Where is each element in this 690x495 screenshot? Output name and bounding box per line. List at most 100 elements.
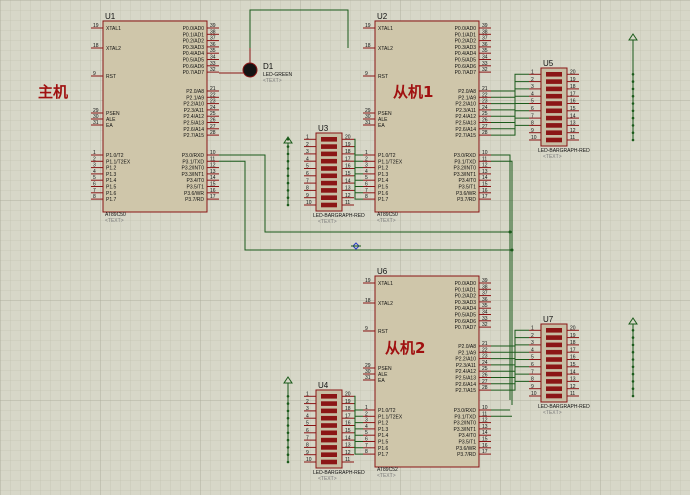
pin-number: 36 bbox=[210, 42, 216, 48]
chip-text-placeholder: <TEXT> bbox=[377, 218, 396, 224]
pin-number: 4 bbox=[306, 413, 309, 419]
pin-number: 30 bbox=[365, 369, 371, 375]
pin-label: P2.7/A15 bbox=[455, 133, 476, 139]
bargraph-segment bbox=[546, 137, 562, 143]
pin-number: 19 bbox=[365, 278, 371, 284]
chip-ref: U6 bbox=[377, 267, 388, 276]
wire bbox=[491, 380, 529, 391]
pin-number: 2 bbox=[531, 333, 534, 339]
pin-label: P2.7/A15 bbox=[183, 133, 204, 139]
pin-number: 14 bbox=[345, 178, 351, 184]
pin-label: P0.0/AD0 bbox=[455, 281, 477, 287]
pin-number: 15 bbox=[482, 437, 488, 443]
pin-label: P3.6/WR bbox=[456, 191, 476, 197]
pin-number: 17 bbox=[570, 91, 576, 97]
diamond-marker-icon[interactable] bbox=[351, 242, 361, 250]
pin-number: 39 bbox=[210, 23, 216, 29]
pin-number: 16 bbox=[570, 99, 576, 105]
pin-number: 9 bbox=[306, 193, 309, 199]
pin-label: P1.4 bbox=[378, 178, 389, 184]
pin-number: 8 bbox=[531, 377, 534, 383]
junction-dot bbox=[631, 94, 635, 98]
pin-label: P3.0/RXD bbox=[454, 408, 477, 414]
pin-number: 26 bbox=[482, 373, 488, 379]
wire bbox=[491, 117, 529, 130]
pin-number: 19 bbox=[570, 77, 576, 83]
pin-number: 2 bbox=[306, 142, 309, 148]
pin-number: 6 bbox=[365, 182, 368, 188]
junction-dot bbox=[286, 431, 290, 435]
pin-number: 24 bbox=[210, 105, 216, 111]
pin-number: 16 bbox=[345, 421, 351, 427]
pin-number: 19 bbox=[365, 23, 371, 29]
bargraph-segment bbox=[546, 93, 562, 99]
pin-number: 28 bbox=[482, 130, 488, 136]
bargraph-ref: U5 bbox=[543, 59, 554, 68]
pin-label: P2.7/A15 bbox=[455, 388, 476, 394]
role-label-slave1: 从机1 bbox=[393, 83, 433, 101]
pin-number: 18 bbox=[345, 406, 351, 412]
junction-dot bbox=[286, 453, 290, 457]
pin-number: 5 bbox=[306, 164, 309, 170]
pin-label: P1.4 bbox=[378, 433, 389, 439]
junction-dot bbox=[631, 131, 635, 134]
wire bbox=[354, 182, 363, 194]
pin-label: XTAL1 bbox=[378, 281, 393, 287]
pin-number: 26 bbox=[210, 118, 216, 124]
pin-number: 30 bbox=[93, 114, 99, 120]
pin-label: P2.3/A11 bbox=[184, 108, 204, 114]
pin-number: 19 bbox=[93, 23, 99, 29]
pin-number: 38 bbox=[482, 29, 488, 35]
wire bbox=[354, 432, 363, 442]
pin-number: 18 bbox=[570, 340, 576, 346]
pin-label: P0.6/AD6 bbox=[455, 319, 477, 325]
pin-number: 25 bbox=[482, 111, 488, 117]
pin-number: 16 bbox=[570, 355, 576, 361]
pin-number: 14 bbox=[570, 113, 576, 119]
pin-number: 5 bbox=[365, 175, 368, 181]
pin-number: 22 bbox=[482, 347, 488, 353]
pin-label: P2.6/A14 bbox=[183, 127, 204, 133]
junction-dot bbox=[286, 167, 290, 170]
pin-number: 13 bbox=[570, 377, 576, 383]
pin-number: 8 bbox=[306, 186, 309, 192]
pin-label: P1.6 bbox=[378, 446, 389, 452]
pin-number: 15 bbox=[345, 428, 351, 434]
pin-number: 29 bbox=[365, 363, 371, 369]
pin-label: P2.3/A11 bbox=[456, 108, 476, 114]
pin-label: XTAL2 bbox=[106, 46, 121, 52]
wire bbox=[354, 168, 363, 181]
pin-label: P3.4/T0 bbox=[458, 433, 476, 439]
junction-dot bbox=[286, 460, 290, 464]
pin-number: 25 bbox=[482, 366, 488, 372]
pin-label: P2.3/A11 bbox=[456, 363, 476, 369]
bargraph-segment bbox=[321, 459, 337, 465]
pin-number: 1 bbox=[365, 405, 368, 411]
pin-number: 34 bbox=[482, 310, 488, 316]
chip-ref: U2 bbox=[377, 12, 388, 21]
pin-number: 3 bbox=[93, 163, 96, 169]
pin-number: 18 bbox=[365, 298, 371, 304]
pin-number: 9 bbox=[365, 326, 368, 332]
pin-label: PSEN bbox=[106, 111, 120, 117]
pin-label: P3.3/INT1 bbox=[181, 172, 204, 178]
pin-number: 16 bbox=[345, 164, 351, 170]
pin-label: P3.7/RD bbox=[185, 197, 204, 203]
pin-label: P1.2 bbox=[378, 166, 389, 172]
junction-dot bbox=[631, 380, 635, 383]
pin-number: 17 bbox=[482, 449, 488, 455]
pin-number: 18 bbox=[570, 84, 576, 90]
junction-dot bbox=[631, 80, 635, 83]
wire bbox=[354, 410, 363, 424]
pin-number: 12 bbox=[482, 418, 488, 424]
pin-number: 10 bbox=[531, 135, 537, 141]
wire bbox=[219, 154, 510, 233]
pin-number: 35 bbox=[482, 48, 488, 54]
pin-label: P3.7/RD bbox=[457, 197, 476, 203]
pin-label: P0.3/AD3 bbox=[455, 300, 477, 306]
pin-label: P3.1/TXD bbox=[454, 414, 476, 420]
